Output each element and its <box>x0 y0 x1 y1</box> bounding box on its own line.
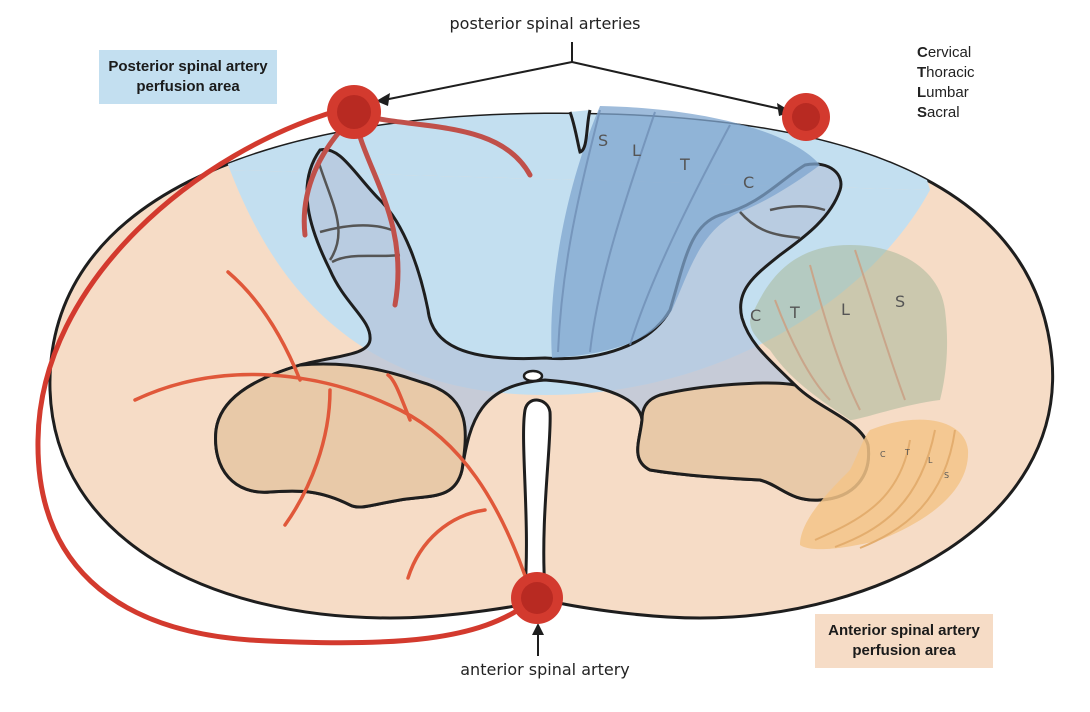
lateral-letter-l: L <box>841 300 850 319</box>
dorsal-letter-t: T <box>679 155 690 174</box>
posterior-box-line2: perfusion area <box>136 78 240 95</box>
posterior-spinal-artery-left <box>327 85 381 139</box>
ventral-letter-c: C <box>880 450 886 459</box>
anterior-perfusion-label-box: Anterior spinal artery perfusion area <box>815 614 993 668</box>
anterior-box-line2: perfusion area <box>852 642 956 659</box>
arterial-loop <box>35 107 532 646</box>
posterior-box-line1: Posterior spinal artery <box>108 58 268 75</box>
anterior-box-line1: Anterior spinal artery <box>828 622 980 639</box>
dorsal-letter-l: L <box>632 141 641 160</box>
anterior-artery-branches <box>133 270 532 592</box>
arrowhead-left <box>376 93 390 106</box>
posterior-arteries-pointer <box>383 42 786 111</box>
posterior-spinal-arteries-label: posterior spinal arteries <box>449 14 641 33</box>
ventral-letter-s: S <box>944 471 949 480</box>
dorsal-letter-s: S <box>598 131 608 150</box>
lateral-letter-s: S <box>895 292 905 311</box>
anterior-median-fissure <box>522 398 552 592</box>
legend-lumbar: Lumbar <box>917 84 969 101</box>
anterior-spinal-artery <box>511 572 563 624</box>
lateral-tract-somatotopy <box>750 245 948 420</box>
posterior-spinal-artery-right <box>782 93 830 141</box>
legend-sacral: Sacral <box>917 104 960 121</box>
dorsal-letter-c: C <box>743 173 754 192</box>
ventral-tract-somatotopy <box>800 419 969 550</box>
legend-thoracic: Thoracic <box>917 64 975 81</box>
segment-legend: Cervical Thoracic Lumbar Sacral <box>917 43 975 123</box>
posterior-perfusion-label-box: Posterior spinal artery perfusion area <box>99 50 277 104</box>
central-canal <box>522 369 544 383</box>
anterior-spinal-artery-label: anterior spinal artery <box>460 660 630 679</box>
ventral-letter-l: L <box>928 456 933 465</box>
dorsal-column-somatotopy <box>551 106 820 358</box>
lateral-letter-c: C <box>750 306 761 325</box>
legend-cervical: Cervical <box>917 44 972 61</box>
anterior-artery-arrowhead <box>532 623 544 635</box>
lateral-letter-t: T <box>789 303 800 322</box>
ventral-letter-t: T <box>904 448 910 457</box>
